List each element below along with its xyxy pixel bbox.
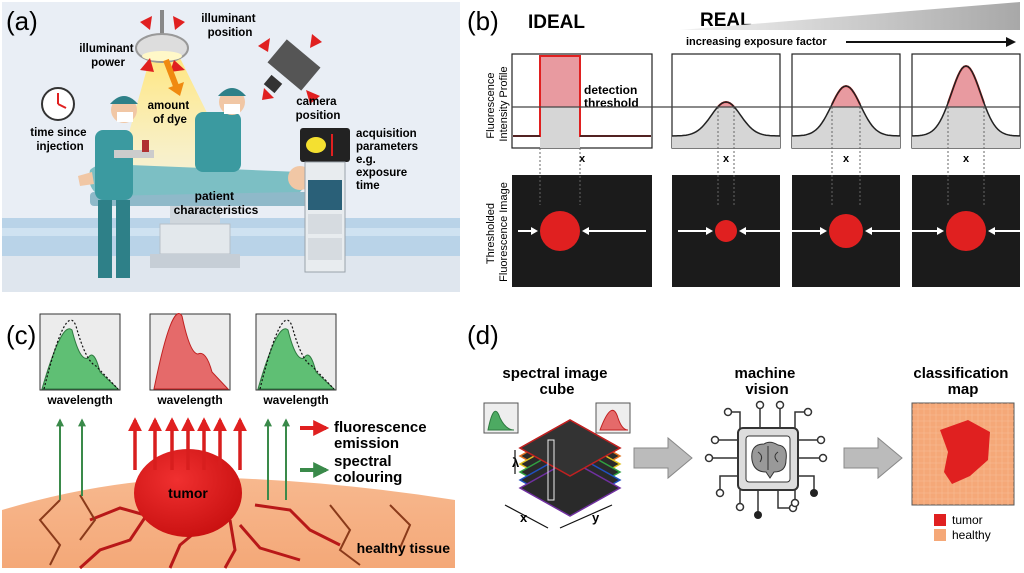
exposure-gradient-wedge <box>680 2 1020 30</box>
vessels-brown <box>38 494 412 566</box>
acquisition-parameters-label: acquisition parameters e.g. exposure tim… <box>356 128 421 192</box>
panel-c: (c) tumor healthy tissue wavelength wavel… <box>2 313 455 570</box>
illuminant-position-label: illuminant position <box>201 13 259 39</box>
machine-vision-title: machine vision <box>734 365 799 398</box>
panel-a: (a) illuminant position illuminant power… <box>2 2 460 292</box>
x-label: x <box>723 153 730 165</box>
panel-b-label: (b) <box>467 6 499 36</box>
camera-position-label: camera position <box>296 96 341 122</box>
clock-icon <box>41 87 75 121</box>
wavelength-label: wavelength <box>46 393 112 407</box>
detection-threshold-label: detection threshold <box>584 83 641 110</box>
tumor-label: tumor <box>168 485 208 501</box>
wavelength-label: wavelength <box>156 393 222 407</box>
y-axis-label: y <box>592 510 600 525</box>
x-axis-label: x <box>520 510 528 525</box>
illuminant-power-label: illuminant power <box>79 43 137 69</box>
ideal-heading: IDEAL <box>528 12 585 33</box>
surgeon-right-figure <box>195 88 246 172</box>
panel-a-label: (a) <box>6 6 38 36</box>
surgical-lamp-icon <box>135 10 189 63</box>
fluorescence-emission-label: fluorescence emission <box>334 419 431 452</box>
thresholded-image-ylabel: Thresholded Fluorescence Image <box>485 182 510 282</box>
lambda-axis-label: λ <box>512 455 520 470</box>
surgeon-left-figure <box>95 96 154 278</box>
thresholded-spot <box>829 214 863 248</box>
process-arrow-2 <box>843 436 903 480</box>
spectral-colouring-label: spectral colouring <box>334 453 402 486</box>
classification-map-title: classification map <box>913 365 1012 398</box>
x-label: x <box>579 153 586 165</box>
panel-c-label: (c) <box>6 320 36 350</box>
machine-vision-chip-icon <box>704 400 828 519</box>
amount-of-dye-label: amount of dye <box>148 100 193 126</box>
operating-table <box>90 192 320 268</box>
panel-d-label: (d) <box>467 320 499 350</box>
thresholded-spot <box>946 211 986 251</box>
thresholded-spot <box>540 211 580 251</box>
wavelength-label: wavelength <box>262 393 328 407</box>
ideal-profile-box <box>511 53 653 149</box>
intensity-profile-ylabel: Fluorescence Intensity Profile <box>485 66 510 141</box>
cube-layer <box>518 459 622 517</box>
thresholded-spot <box>715 220 737 242</box>
process-arrow-1 <box>633 436 693 480</box>
tumor-mass <box>134 449 242 537</box>
real-profile-curve <box>912 65 1020 137</box>
panel-d: (d) spectral image cube machine vision c… <box>467 320 1015 542</box>
camera-icon <box>258 34 322 104</box>
spectral-cube-title: spectral image cube <box>502 365 611 398</box>
real-profile-curve <box>671 101 781 137</box>
tumor-legend-label: tumor <box>952 513 983 527</box>
time-since-injection-label: time since injection <box>30 127 89 153</box>
exposure-label: increasing exposure factor <box>686 36 827 48</box>
patient-characteristics-label: patient characteristics <box>174 189 259 217</box>
healthy-legend-swatch <box>934 529 946 541</box>
ideal-profile-fill <box>540 56 580 107</box>
real-profile-curve <box>792 85 900 137</box>
classification-map <box>911 402 1015 506</box>
healthy-tissue-label: healthy tissue <box>357 540 451 556</box>
healthy-legend-label: healthy <box>952 528 991 542</box>
tumor-region <box>940 420 990 484</box>
x-label: x <box>963 153 970 165</box>
spectral-cube <box>504 419 622 529</box>
power-arrow-icon <box>163 58 184 96</box>
x-label: x <box>843 153 850 165</box>
acquisition-cart-icon <box>300 128 350 273</box>
lamp-position-arrows-icon <box>140 16 185 72</box>
tumor-legend-swatch <box>934 514 946 526</box>
wall-stripe <box>2 218 460 256</box>
